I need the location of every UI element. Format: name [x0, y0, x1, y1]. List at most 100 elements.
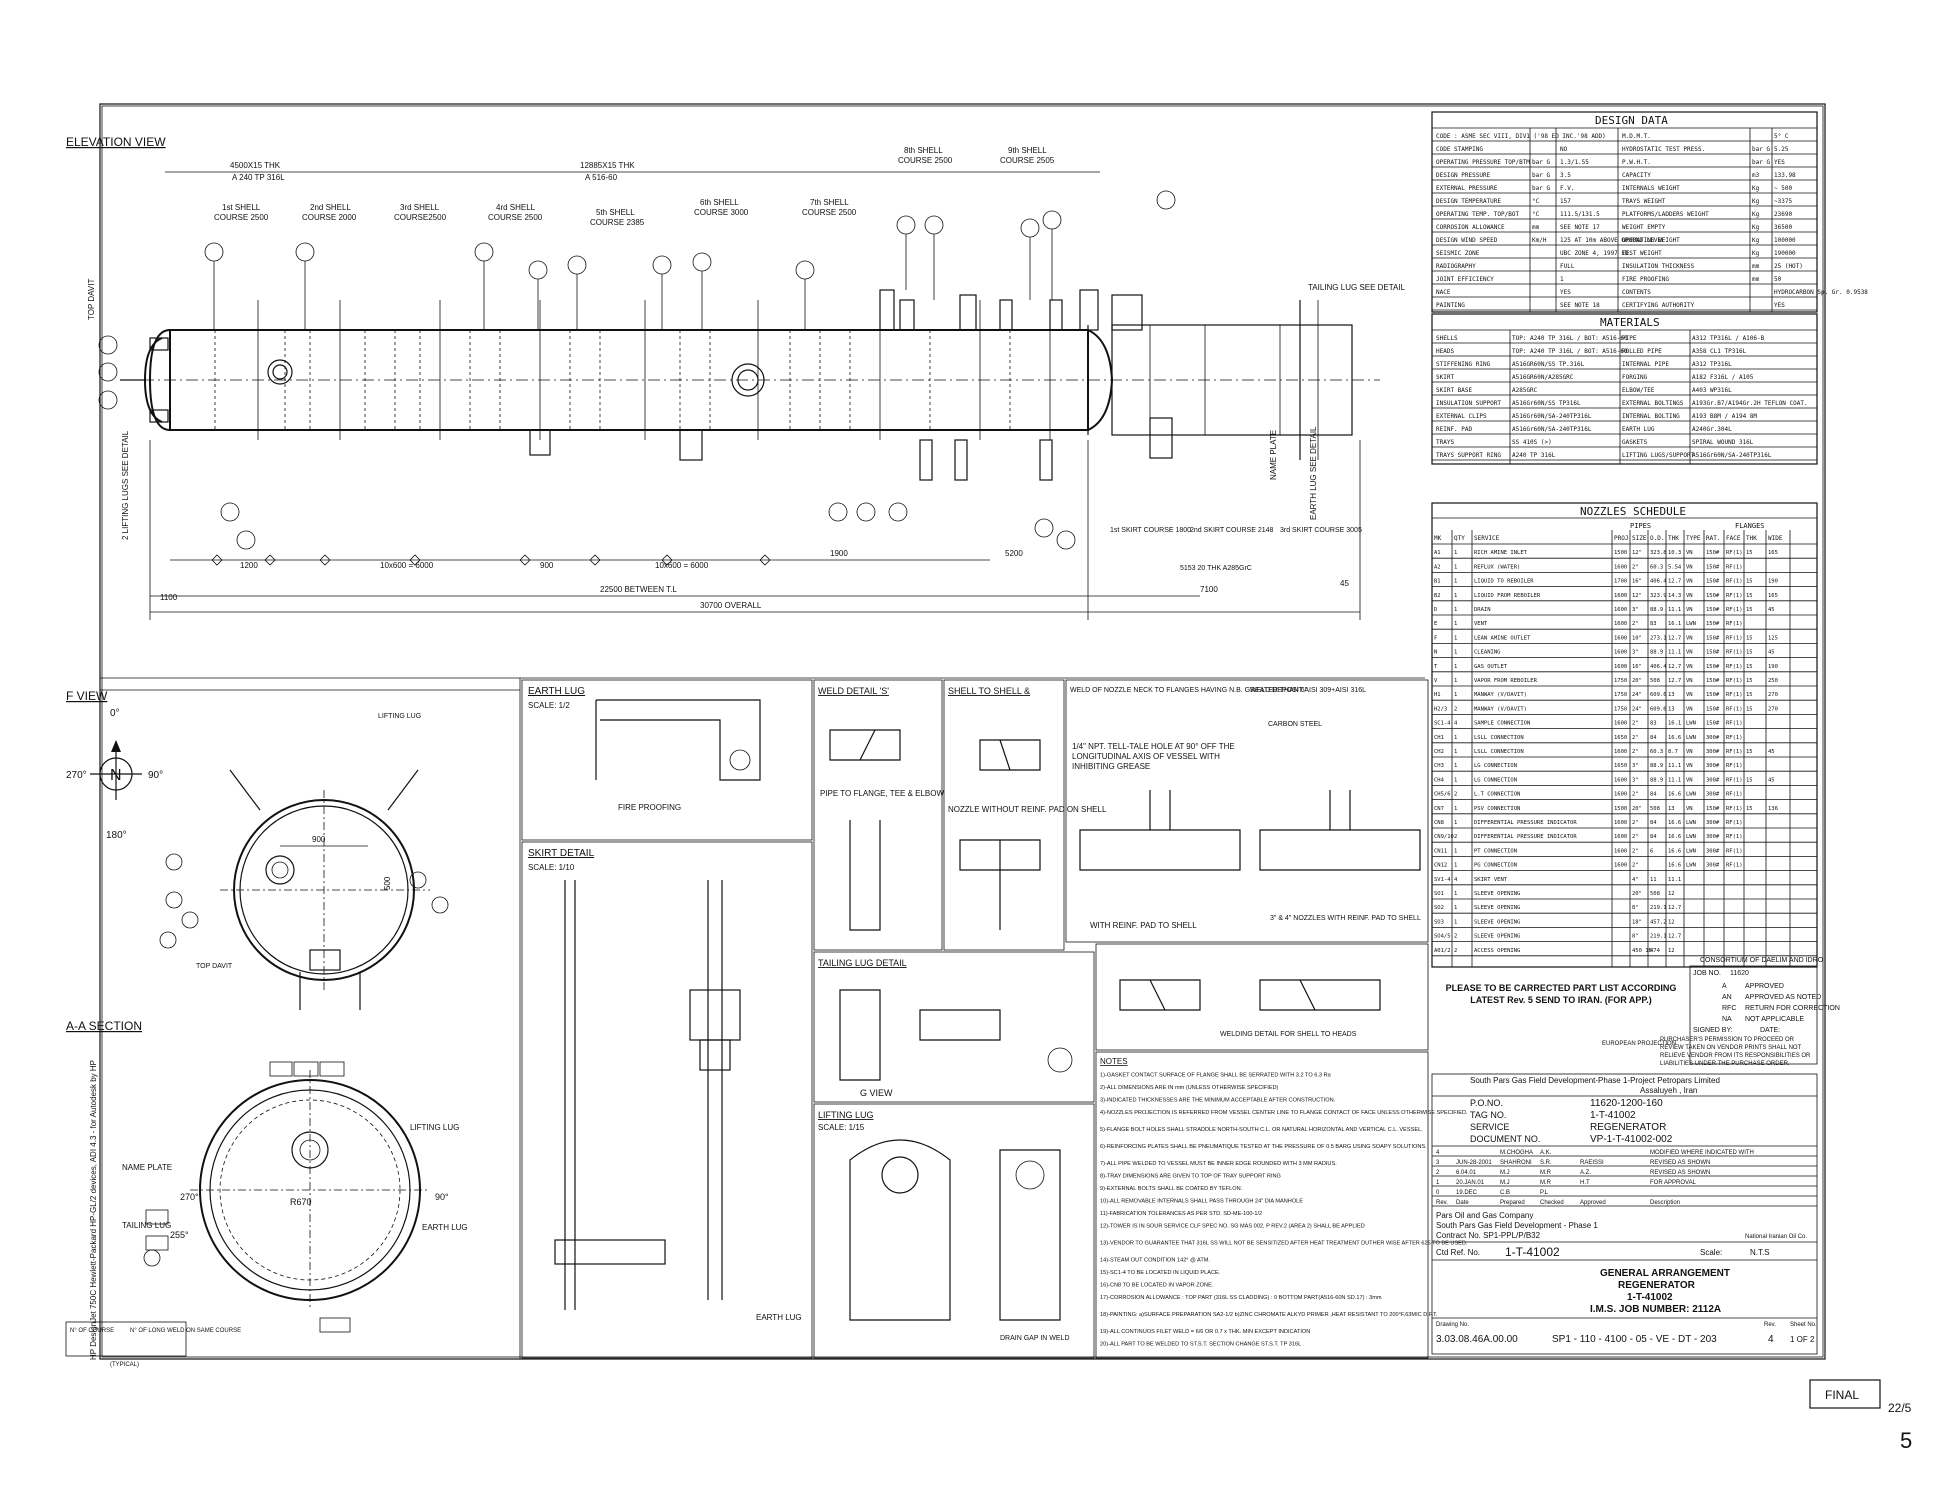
sheet-doc-no: SP1 - 110 - 4100 - 05 - VE - DT - 203 — [1552, 1334, 1717, 1345]
material-cell: SHELLS — [1436, 335, 1458, 342]
revision-cell: 20.JAN.01 — [1456, 1180, 1485, 1186]
material-cell: A516GR60N/A285GRC — [1512, 374, 1574, 381]
material-cell: INTERNAL PIPE — [1622, 361, 1669, 368]
nozzle-cell: 1600 — [1614, 834, 1627, 840]
nozzle-cell: SO2 — [1434, 905, 1444, 911]
dim-top-shell-mat: A 240 TP 316L — [232, 173, 285, 182]
material-cell: FORGING — [1622, 374, 1648, 381]
design-data-cell: YES — [1774, 159, 1785, 166]
design-data-cell: ~ 500 — [1774, 185, 1792, 192]
nozzle-cell: 1600 — [1614, 664, 1627, 670]
nozzle-cell: 2 — [1454, 834, 1457, 840]
earth-lug-detail: EARTH LUG SCALE: 1/2 FIRE PROOFING — [521, 679, 813, 841]
material-cell: A182 F316L / A105 — [1692, 374, 1754, 381]
page-number: 5 — [1900, 1428, 1912, 1453]
material-cell: PIPE — [1622, 335, 1637, 342]
nozzle-cell: 150# — [1706, 593, 1720, 599]
nozzle-cell: 1 — [1454, 806, 1457, 812]
nozzle-cell: CN9/10 — [1434, 834, 1454, 840]
corner-mark: 22/5 — [1888, 1401, 1912, 1415]
nozzle-cell: F — [1434, 635, 1437, 641]
shell-1: 1st SHELL — [222, 203, 261, 212]
design-data-cell: NO — [1560, 146, 1568, 153]
note-line: 13)-VENDOR TO GUARANTEE THAT 316L SS WIL… — [1100, 1241, 1468, 1247]
nozzle-cell: 1 — [1454, 564, 1457, 570]
nozzle-cell: 150# — [1706, 678, 1720, 684]
nozzle-cell: 83 — [1650, 721, 1657, 727]
rev-label: Rev. — [1764, 1322, 1776, 1328]
revision-cell: FOR APPROVAL — [1650, 1180, 1697, 1186]
nozzle-cell: RF(1) — [1726, 806, 1743, 812]
nozzle-cell: 2 — [1454, 706, 1457, 712]
note-line: 10)-ALL REMOVABLE INTERNALS SHALL PASS T… — [1100, 1199, 1303, 1205]
code-rfc-desc: RETURN FOR CORRECTION — [1745, 1005, 1840, 1012]
nozzles-flanges-group: FLANGES — [1735, 522, 1765, 530]
design-data-cell: F.V. — [1560, 185, 1574, 192]
nozzle-cell: 1 — [1454, 820, 1457, 826]
nozzle-cell: 60.3 — [1650, 749, 1663, 755]
nozzle-cell: D — [1434, 607, 1437, 613]
nozzle-without: NOZZLE WITHOUT REINF. PAD ON SHELL — [948, 805, 1107, 814]
nozzle-cell: 219.1 — [1650, 905, 1667, 911]
nozzle-cell: SLEEVE OPENING — [1474, 934, 1520, 940]
nozzle-cell: RF(1) — [1726, 607, 1743, 613]
margin-notes: FINAL 5 22/5 HP DesignJet 750C Hewlett-P… — [89, 1060, 1912, 1453]
nozzle-cell: 84 — [1650, 820, 1657, 826]
nozzle-cell: A1 — [1434, 550, 1441, 556]
nozzle-cell: 12 — [1668, 919, 1675, 925]
drawing-no: 3.03.08.46A.00.00 — [1436, 1334, 1518, 1345]
nozzle-cell: 83 — [1650, 621, 1657, 627]
revision-cell: H.T — [1580, 1180, 1590, 1186]
service-label: SERVICE — [1470, 1122, 1509, 1132]
nozzle-cell: 15 — [1746, 664, 1753, 670]
skirt-course-2: 2nd SKIRT COURSE 2148 — [1190, 527, 1274, 534]
design-data-table: DESIGN DATA CODE : ASME SEC VIII, DIV1 (… — [1431, 111, 1868, 313]
nozzle-cell: 8" — [1632, 934, 1639, 940]
design-data-cell: PLATFORMS/LADDERS WEIGHT — [1622, 211, 1709, 218]
nozzle-cell: 150# — [1706, 650, 1720, 656]
material-cell: STIFFENING RING — [1436, 361, 1491, 368]
aa-255: 255° — [170, 1230, 189, 1240]
revision-cell: M.CHOGHA — [1500, 1150, 1533, 1156]
design-data-cell: 157 — [1560, 198, 1571, 205]
nozzle-cell: 1600 — [1614, 777, 1627, 783]
revision-header: Date — [1456, 1200, 1469, 1206]
nozzle-cell: 14.3 — [1668, 593, 1681, 599]
date-label: DATE: — [1760, 1027, 1780, 1034]
shell-to-shell-title: SHELL TO SHELL & — [948, 686, 1030, 696]
nozzle-cell: 12.7 — [1668, 664, 1681, 670]
design-data-cell: bar G — [1752, 146, 1770, 153]
dim-top-shell: 4500X15 THK — [230, 161, 281, 170]
nozzle-cell: B1 — [1434, 579, 1441, 585]
aa-270: 270° — [180, 1192, 199, 1202]
doc-value: VP-1-T-41002-002 — [1590, 1134, 1673, 1145]
nozzle-cell: VN — [1686, 579, 1693, 585]
nozzle-cell: VN — [1686, 806, 1693, 812]
nozzle-cell: 84 — [1650, 834, 1657, 840]
dim-1100: 1100 — [160, 593, 178, 602]
nozzle-cell: 1750 — [1614, 678, 1627, 684]
nozzle-header: FACE — [1726, 535, 1741, 542]
shell-6-course: COURSE 3000 — [694, 208, 749, 217]
note-line: NOTES — [1100, 1057, 1128, 1066]
revision-cell: REVISED AS SHOWN — [1650, 1170, 1710, 1176]
weld-detail-heads: WELDING DETAIL FOR SHELL TO HEADS — [1095, 943, 1429, 1051]
nozzle-cell: RF(1) — [1726, 621, 1743, 627]
aa-section: A-A SECTION R670 270° 90° 255° NAME PLAT… — [65, 1019, 468, 1368]
nozzle-cell: CH3 — [1434, 763, 1444, 769]
design-data-cell: bar G — [1532, 159, 1550, 166]
design-data-cell: bar G — [1532, 172, 1550, 179]
nozzle-cell: VN — [1686, 664, 1693, 670]
nozzle-cell: LIQUID FROM REBOILER — [1474, 593, 1541, 599]
nozzle-cell: 4" — [1632, 877, 1639, 883]
with-reinf-pad: WITH REINF. PAD TO SHELL — [1090, 921, 1197, 930]
contract-no: Contract No. SP1-PPL/P/B32 — [1436, 1231, 1541, 1240]
nozzle-cell: 1 — [1454, 777, 1457, 783]
design-data-cell: OPERATING WEIGHT — [1622, 237, 1680, 244]
design-data-cell: DESIGN TEMPERATURE — [1436, 198, 1501, 205]
nozzle-cell: MANWAY (V/DAVIT) — [1474, 706, 1527, 712]
nozzle-cell: REFLUX (WATER) — [1474, 564, 1520, 570]
revision-cell: 4 — [1436, 1150, 1440, 1156]
nozzle-cell: CN12 — [1434, 863, 1447, 869]
nozzle-cell: 11 — [1650, 877, 1657, 883]
